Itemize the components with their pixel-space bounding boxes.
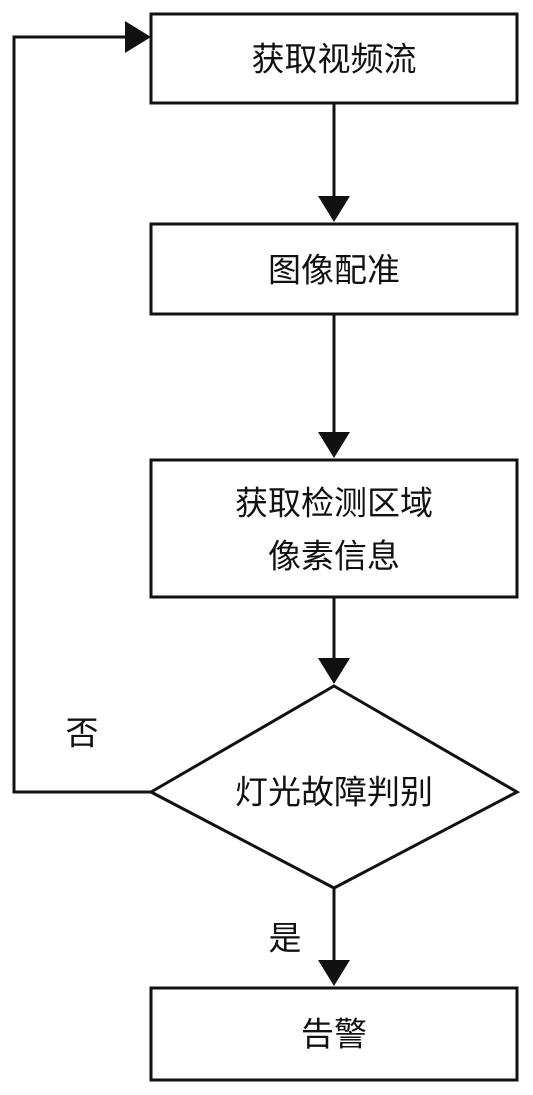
decision-label-light-fault: 灯光故障判别 [235, 773, 433, 812]
branch-label-yes: 是 [269, 919, 302, 958]
step-label-alarm: 告警 [301, 1015, 367, 1054]
arrowhead-down-3 [318, 658, 350, 684]
arrowhead-right-loop [125, 21, 151, 53]
loop-back-line-no [12, 35, 151, 794]
step-box-image-registration [149, 222, 519, 316]
step-label-get-detection-pixels-line2: 像素信息 [268, 537, 400, 576]
step-box-get-video-stream [149, 12, 519, 105]
step-label-image-registration: 图像配准 [268, 251, 400, 290]
step-box-get-detection-pixels [149, 458, 519, 599]
step-box-alarm [149, 986, 519, 1082]
arrowhead-down-yes [318, 960, 350, 986]
arrowhead-down-2 [318, 432, 350, 458]
branch-label-no: 否 [66, 714, 99, 753]
step-label-get-video-stream: 获取视频流 [252, 40, 417, 79]
step-label-get-detection-pixels-line1: 获取检测区域 [235, 484, 433, 523]
arrowhead-down-1 [318, 196, 350, 222]
